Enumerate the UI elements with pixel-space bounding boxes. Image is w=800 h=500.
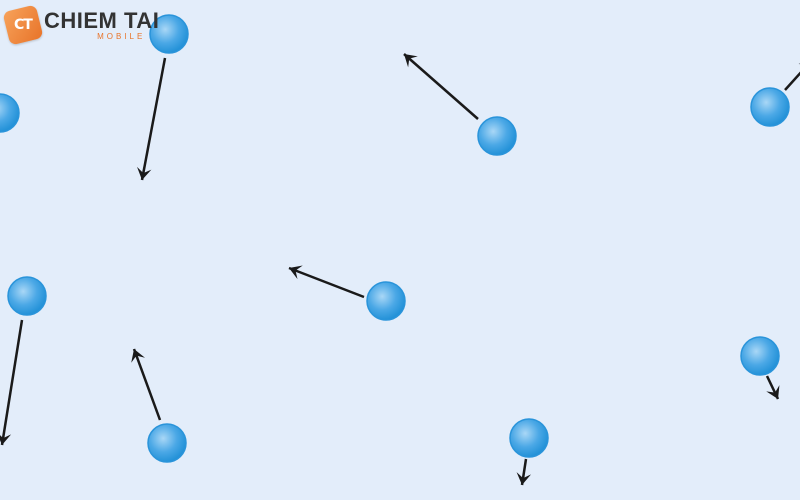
brand-logo: CT CHIEM TAI MOBILE <box>2 4 160 46</box>
logo-text: CHIEM TAI MOBILE <box>44 7 160 41</box>
velocity-arrow-shaft <box>288 266 365 299</box>
logo-badge-icon: CT <box>2 4 44 46</box>
particles <box>0 14 790 463</box>
logo-badge-text: CT <box>14 17 32 34</box>
particle <box>477 116 517 156</box>
particle <box>7 276 47 316</box>
particle <box>509 418 549 458</box>
arrow-head-icon <box>0 434 12 445</box>
particle <box>740 336 780 376</box>
arrow-head-icon <box>516 472 532 485</box>
particle <box>147 423 187 463</box>
velocity-arrow-shaft <box>0 319 24 446</box>
arrow-head-icon <box>289 265 303 280</box>
velocity-arrow-shaft <box>403 53 479 120</box>
particle <box>149 14 189 54</box>
arrow-head-icon <box>131 349 145 363</box>
arrow-head-icon <box>137 166 152 180</box>
logo-name: CHIEM TAI <box>44 7 160 33</box>
particle <box>366 281 406 321</box>
particle <box>750 87 790 127</box>
arrow-head-icon <box>766 385 780 399</box>
velocity-arrow-shaft <box>784 71 800 91</box>
logo-subtitle: MOBILE <box>97 31 146 41</box>
particle <box>0 93 20 133</box>
velocity-arrows <box>0 53 800 486</box>
velocity-arrow-shaft <box>140 57 167 181</box>
arrow-head-icon <box>404 54 418 68</box>
velocity-arrow-shaft <box>132 348 162 421</box>
